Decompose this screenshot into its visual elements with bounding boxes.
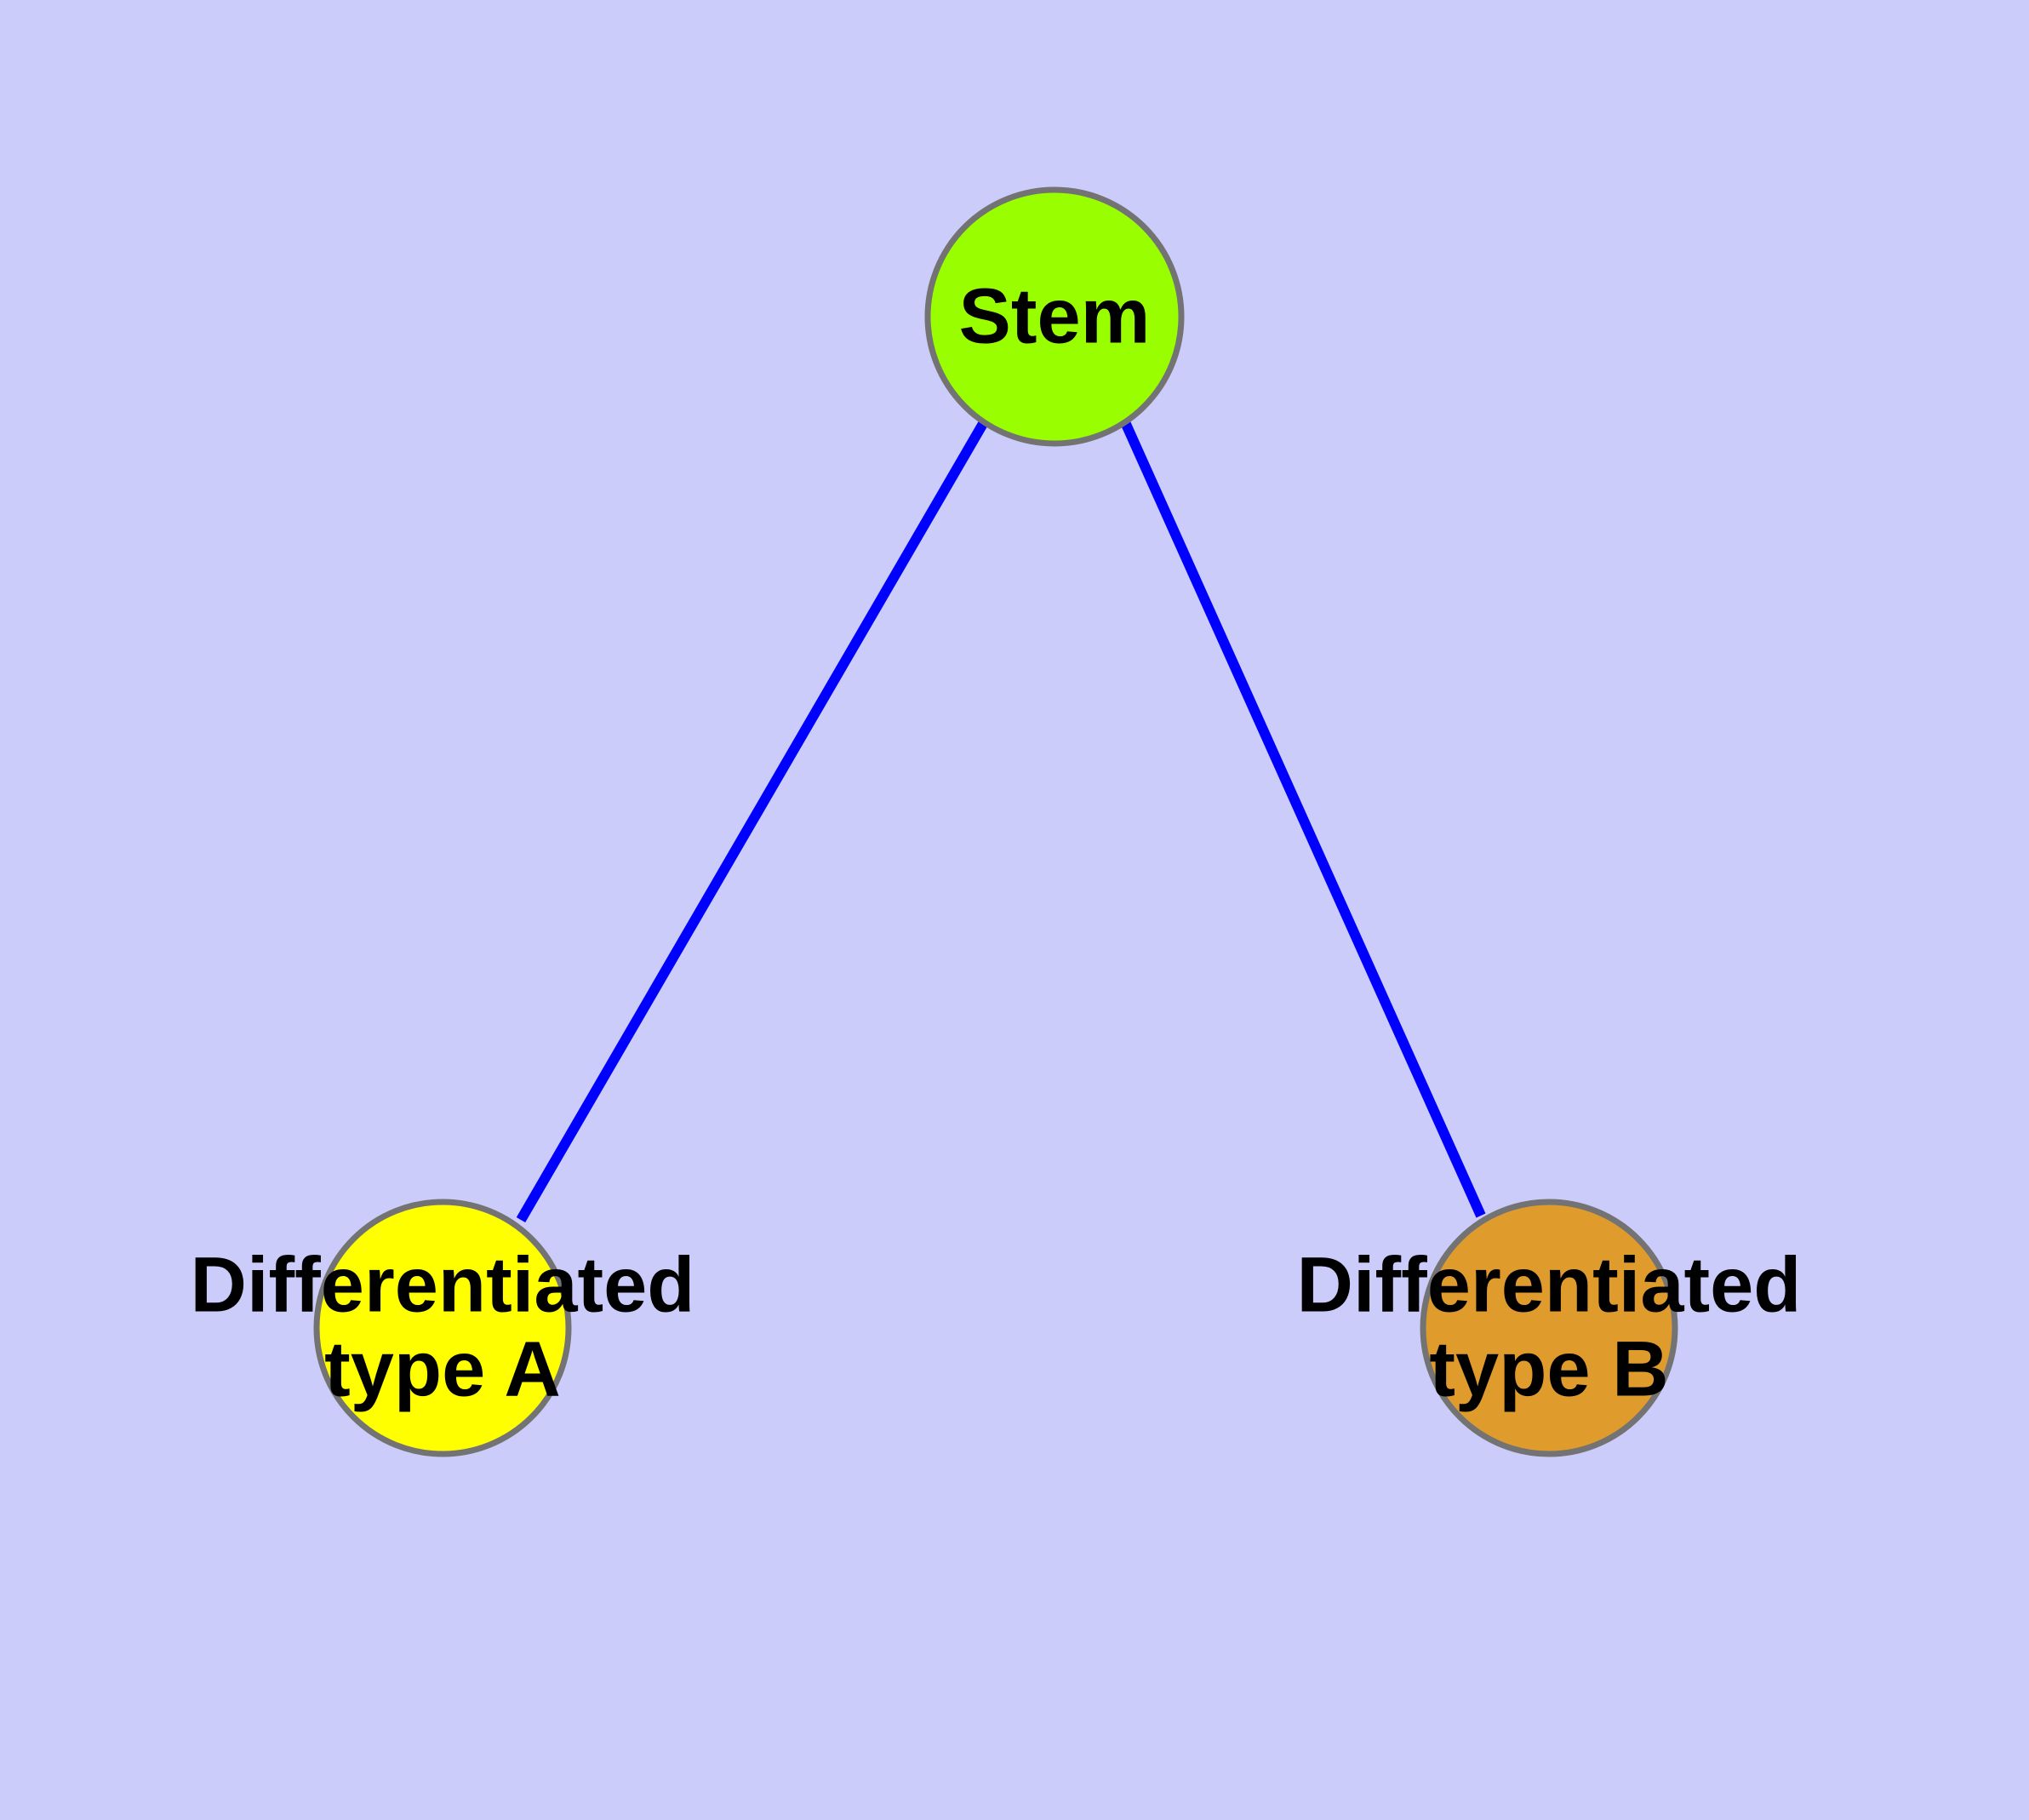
- node-stem[interactable]: [924, 186, 1185, 447]
- edge-stem-to-type-a: [516, 419, 989, 1223]
- edge-stem-to-type-b: [1120, 420, 1486, 1218]
- node-differentiated-type-b[interactable]: [1420, 1199, 1678, 1457]
- node-differentiated-type-a[interactable]: [313, 1199, 572, 1457]
